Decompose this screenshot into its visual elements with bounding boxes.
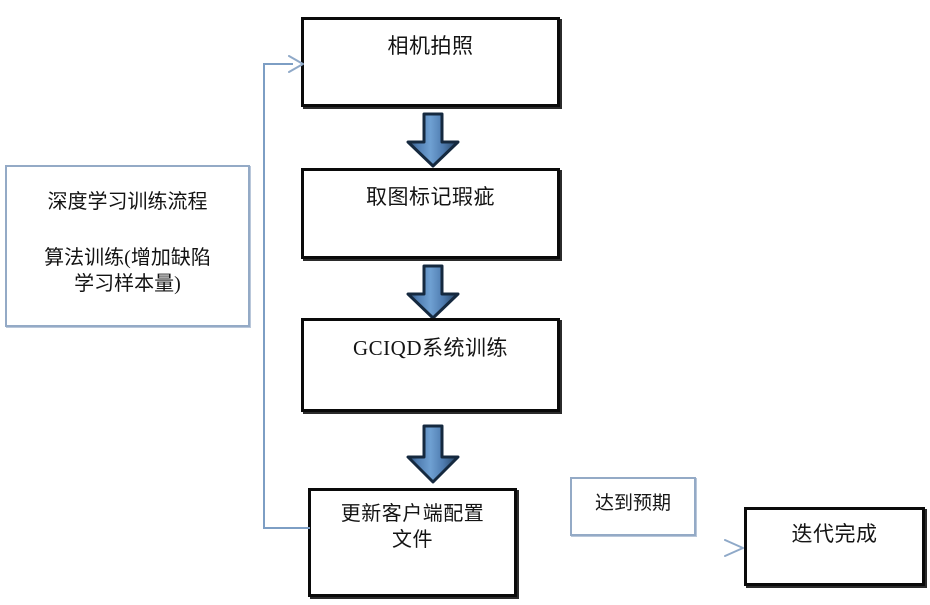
label-box-text: 达到预期 — [594, 493, 671, 514]
process-box-gciqd-training[interactable]: GCIQD系统训练 — [301, 318, 560, 412]
process-box-label: GCIQD系统训练 — [353, 336, 508, 360]
process-box-mark-defects[interactable]: 取图标记瑕疵 — [301, 168, 560, 259]
right-arrow-icon — [517, 539, 747, 557]
feedback-line-arrowhead — [263, 55, 305, 73]
process-box-label: 取图标记瑕疵 — [366, 185, 495, 209]
process-box-update-config[interactable]: 更新客户端配置 文件 — [308, 488, 517, 597]
down-block-arrow-icon — [404, 424, 462, 484]
label-box-reach-expectation: 达到预期 — [570, 477, 696, 536]
left-panel-heading: 深度学习训练流程 — [47, 191, 208, 213]
process-box-label: 相机拍照 — [387, 34, 474, 58]
feedback-line-bottom-segment — [263, 527, 310, 529]
process-box-iteration-done[interactable]: 迭代完成 — [744, 507, 925, 586]
left-info-panel: 深度学习训练流程 算法训练(增加缺陷 学习样本量) — [5, 165, 250, 327]
process-box-camera-capture[interactable]: 相机拍照 — [301, 17, 560, 107]
feedback-line-vertical-segment — [263, 63, 265, 529]
down-block-arrow-icon — [404, 264, 462, 320]
left-panel-body: 算法训练(增加缺陷 学习样本量) — [44, 247, 211, 296]
process-box-label: 迭代完成 — [791, 522, 878, 546]
down-block-arrow-icon — [404, 112, 462, 168]
process-box-label: 更新客户端配置 文件 — [340, 503, 485, 551]
